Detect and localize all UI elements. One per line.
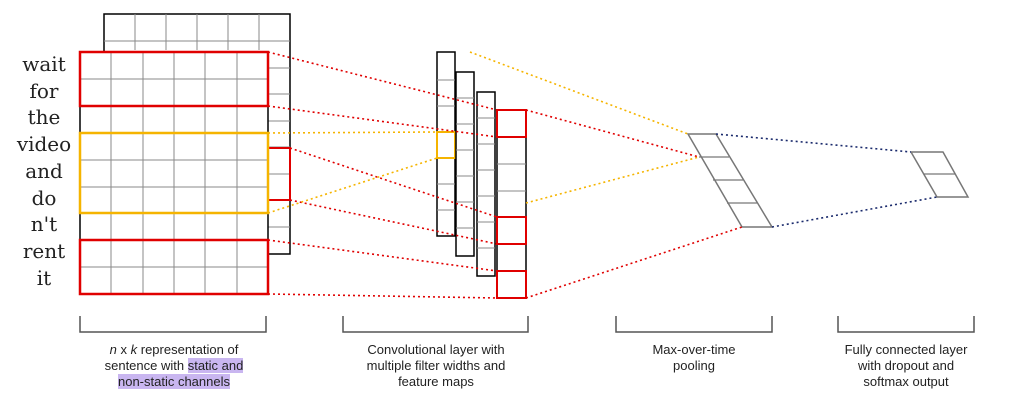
word: do [32,186,57,210]
caption-conv-line3: feature maps [398,374,474,389]
front-embedding-matrix [78,50,270,296]
pooling-layer [686,133,774,228]
caption-conv-line2: multiple filter widths and [366,358,506,373]
feature-map-4 [496,109,527,299]
caption-conv: Convolutional layer with multiple filter… [336,342,536,390]
caption-input-line2: sentence with [104,358,188,373]
word: the [28,105,61,129]
caption-fc: Fully connected layer with dropout and s… [826,342,986,390]
word: rent [23,239,65,263]
caption-pool-line2: pooling [673,358,715,373]
bracket-input [79,316,267,333]
caption-k: k [130,342,138,357]
caption-pool-line1: Max-over-time [652,342,736,357]
highlight-static: static and [187,358,244,373]
bracket-conv [342,316,529,333]
bracket-pool [615,316,773,333]
caption-conv-line1: Convolutional layer with [367,342,505,357]
feature-map-3 [476,91,496,277]
caption-fc-line2: with dropout and [857,358,955,373]
word: n't [31,212,57,236]
caption-input: n x k representation of sentence with st… [74,342,274,390]
word: it [37,266,51,290]
bracket-fc [837,316,975,333]
caption-input-line1: representation of [137,342,239,357]
feature-map-2 [455,71,475,257]
caption-n: n [109,342,117,357]
feature-maps [436,51,527,299]
caption-pool: Max-over-time pooling [614,342,774,374]
connector-lines [267,51,938,299]
word: and [25,159,63,183]
feature-map-1 [436,51,456,237]
caption-fc-line3: softmax output [863,374,949,389]
caption-x: x [116,342,131,357]
caption-fc-line1: Fully connected layer [844,342,968,357]
word: for [29,79,58,103]
word: wait [22,52,65,76]
output-layer [909,151,970,198]
sentence-words: wait for the video and do n't rent it [16,52,71,290]
word: video [16,132,71,156]
caption-brackets [79,316,975,333]
highlight-non-static: non-static channels [117,374,230,389]
